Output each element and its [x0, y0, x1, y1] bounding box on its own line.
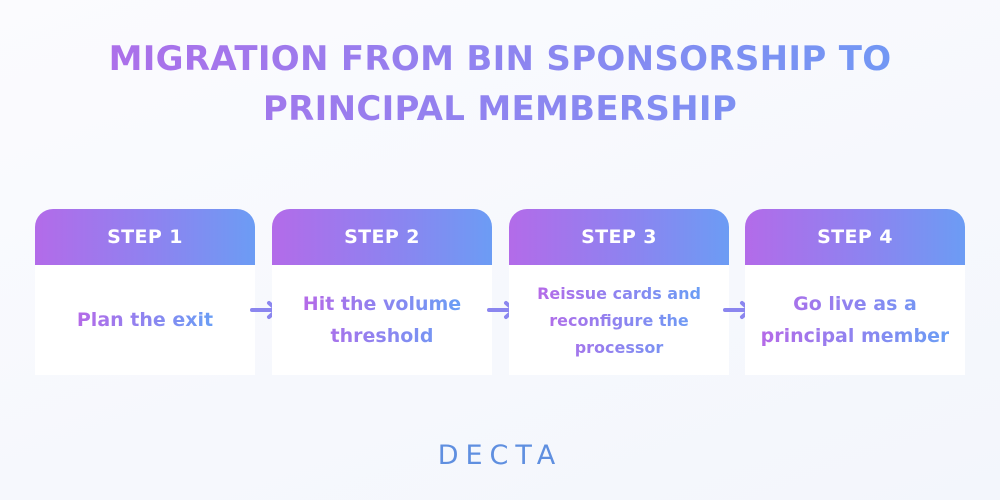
step-card-3: STEP 3 Reissue cards and reconfigure the…: [509, 209, 729, 375]
decta-logo: DECTA: [437, 440, 563, 471]
step-body-2: Hit the volume threshold: [272, 265, 492, 375]
step-body-1: Plan the exit: [35, 265, 255, 375]
step-label-4: STEP 4: [817, 226, 893, 248]
step-text-1: Plan the exit: [77, 304, 213, 336]
step-label-3: STEP 3: [581, 226, 657, 248]
step-label-2: STEP 2: [344, 226, 420, 248]
step-body-3: Reissue cards and reconfigure the proces…: [509, 265, 729, 375]
step-card-1: STEP 1 Plan the exit: [35, 209, 255, 375]
step-header-4: STEP 4: [745, 209, 965, 265]
step-card-4: STEP 4 Go live as a principal member: [745, 209, 965, 375]
step-body-4: Go live as a principal member: [745, 265, 965, 375]
step-header-2: STEP 2: [272, 209, 492, 265]
step-text-4: Go live as a principal member: [761, 288, 950, 352]
step-text-2: Hit the volume threshold: [303, 288, 461, 352]
step-card-2: STEP 2 Hit the volume threshold: [272, 209, 492, 375]
step-header-1: STEP 1: [35, 209, 255, 265]
step-label-1: STEP 1: [107, 226, 183, 248]
step-text-3: Reissue cards and reconfigure the proces…: [537, 280, 701, 361]
step-header-3: STEP 3: [509, 209, 729, 265]
